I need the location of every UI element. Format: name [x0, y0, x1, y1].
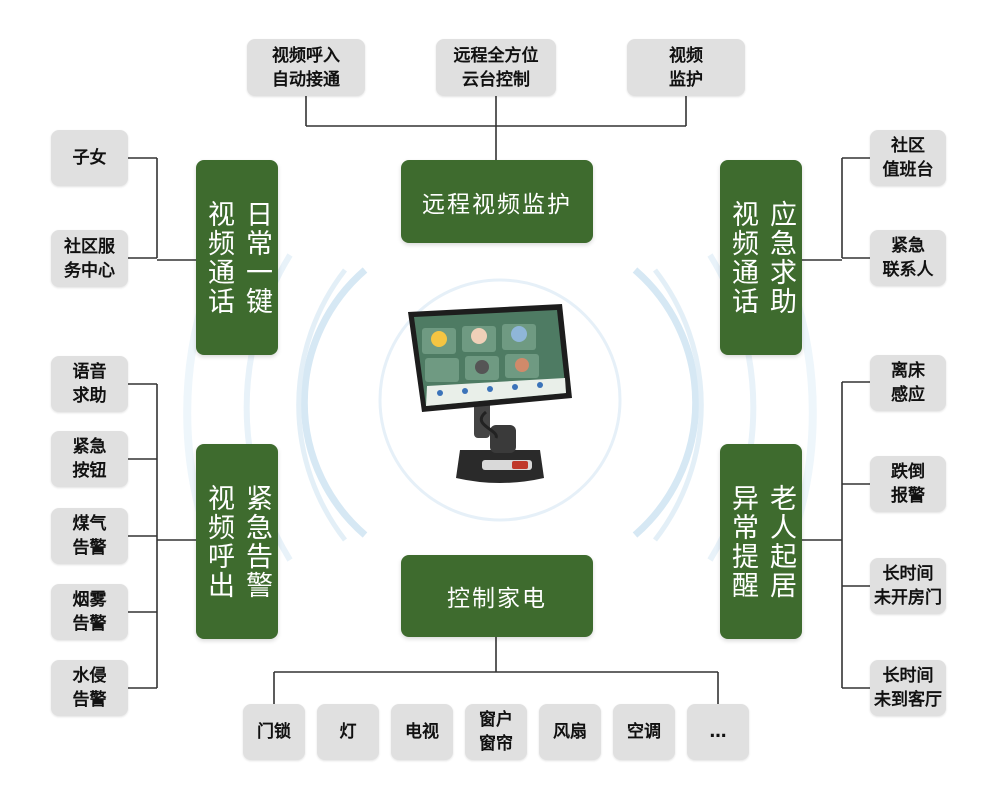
- emergency-alarm-col2: 紧急告警: [241, 483, 272, 600]
- remote-video-monitor-box: 远程视频监护: [401, 160, 593, 243]
- help-call-col2: 应急求助: [765, 199, 796, 316]
- right-item-community-duty: 社区 值班台: [870, 130, 946, 186]
- left-item-community-center: 社区服 务中心: [51, 230, 128, 287]
- help-call-col1: 视频通话: [727, 199, 758, 316]
- right-item-emergency-contact: 紧急 联系人: [870, 230, 946, 286]
- bottom-item-more: …: [687, 704, 749, 760]
- bottom-item-light: 灯: [317, 704, 379, 760]
- top-item-ptz-control: 远程全方位 云台控制: [436, 39, 556, 96]
- bottom-item-window-curtain: 窗户 窗帘: [465, 704, 527, 760]
- top-item-video-autoanswer: 视频呼入 自动接通: [247, 39, 365, 96]
- bottom-item-air-conditioner: 空调: [613, 704, 675, 760]
- device-sos-button: [512, 461, 528, 469]
- elderly-abnormal-alert-box: 异常提醒 老人起居: [720, 444, 802, 639]
- daily-call-col2: 日常一键: [241, 199, 272, 316]
- left-item-gas-alarm: 煤气 告警: [51, 508, 128, 564]
- left-item-smoke-alarm: 烟雾 告警: [51, 584, 128, 640]
- left-item-voice-help: 语音 求助: [51, 356, 128, 412]
- top-item-video-monitor: 视频 监护: [627, 39, 745, 96]
- screen-nav-icons: [437, 382, 543, 396]
- emergency-alarm-col1: 视频呼出: [203, 483, 234, 600]
- screen-nav-bar: [426, 378, 566, 406]
- emergency-help-video-box: 视频通话 应急求助: [720, 160, 802, 355]
- tablet-device-illustration: [408, 304, 572, 483]
- daily-call-col1: 视频通话: [203, 199, 234, 316]
- control-appliances-box: 控制家电: [401, 555, 593, 637]
- device-cable: [479, 410, 498, 439]
- abnormal-alert-col2: 老人起居: [765, 483, 796, 600]
- daily-video-call-box: 视频通话 日常一键: [196, 160, 278, 355]
- device-stand: [490, 425, 516, 453]
- abnormal-alert-col1: 异常提醒: [727, 483, 758, 600]
- right-item-fall-alarm: 跌倒 报警: [870, 456, 946, 512]
- bottom-item-fan: 风扇: [539, 704, 601, 760]
- right-item-bed-sensor: 离床 感应: [870, 355, 946, 411]
- bottom-item-door-lock: 门锁: [243, 704, 305, 760]
- left-item-water-alarm: 水侵 告警: [51, 660, 128, 716]
- bottom-item-tv: 电视: [391, 704, 453, 760]
- right-item-not-in-living-room: 长时间 未到客厅: [870, 660, 946, 716]
- left-item-emergency-button: 紧急 按钮: [51, 431, 128, 487]
- screen-contact-tiles: [422, 324, 539, 382]
- emergency-video-alarm-box: 视频呼出 紧急告警: [196, 444, 278, 639]
- right-item-door-not-opened: 长时间 未开房门: [870, 558, 946, 614]
- left-item-children: 子女: [51, 130, 128, 186]
